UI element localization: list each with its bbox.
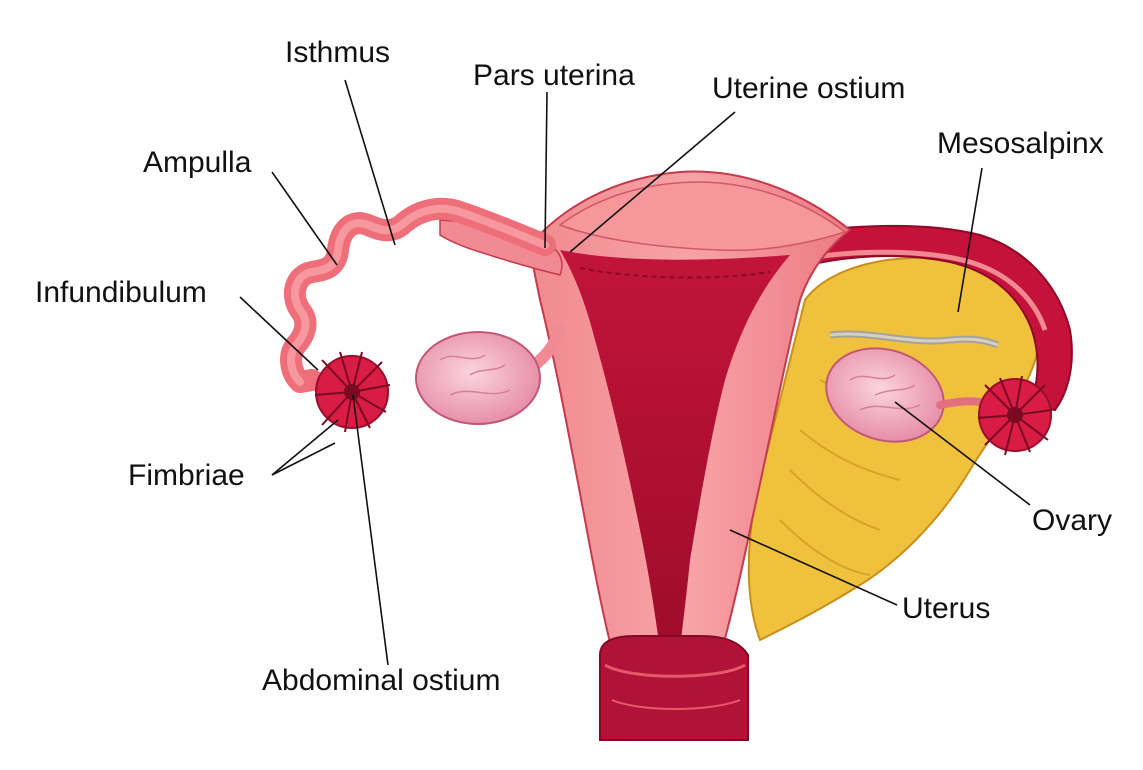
label-ampulla: Ampulla	[143, 146, 252, 179]
label-abdominal-ostium: Abdominal ostium	[262, 664, 500, 697]
leader-pars-uterina	[545, 92, 547, 248]
leader-fimbriae-1	[272, 420, 338, 475]
right-fimbriae	[978, 376, 1052, 455]
label-mesosalpinx: Mesosalpinx	[937, 127, 1104, 160]
left-ovary	[416, 332, 540, 424]
label-ovary: Ovary	[1032, 504, 1112, 537]
label-isthmus: Isthmus	[285, 36, 390, 69]
leader-abdominal-ostium	[353, 395, 388, 665]
cervix	[600, 636, 748, 740]
label-fimbriae: Fimbriae	[128, 459, 245, 492]
leader-ampulla	[272, 172, 337, 265]
left-fimbriae	[315, 352, 390, 432]
right-ovary-stalk	[940, 401, 980, 405]
label-infundibulum: Infundibulum	[35, 276, 207, 309]
label-pars-uterina: Pars uterina	[473, 59, 635, 92]
label-uterus: Uterus	[902, 592, 990, 625]
label-uterine-ostium: Uterine ostium	[712, 72, 905, 105]
